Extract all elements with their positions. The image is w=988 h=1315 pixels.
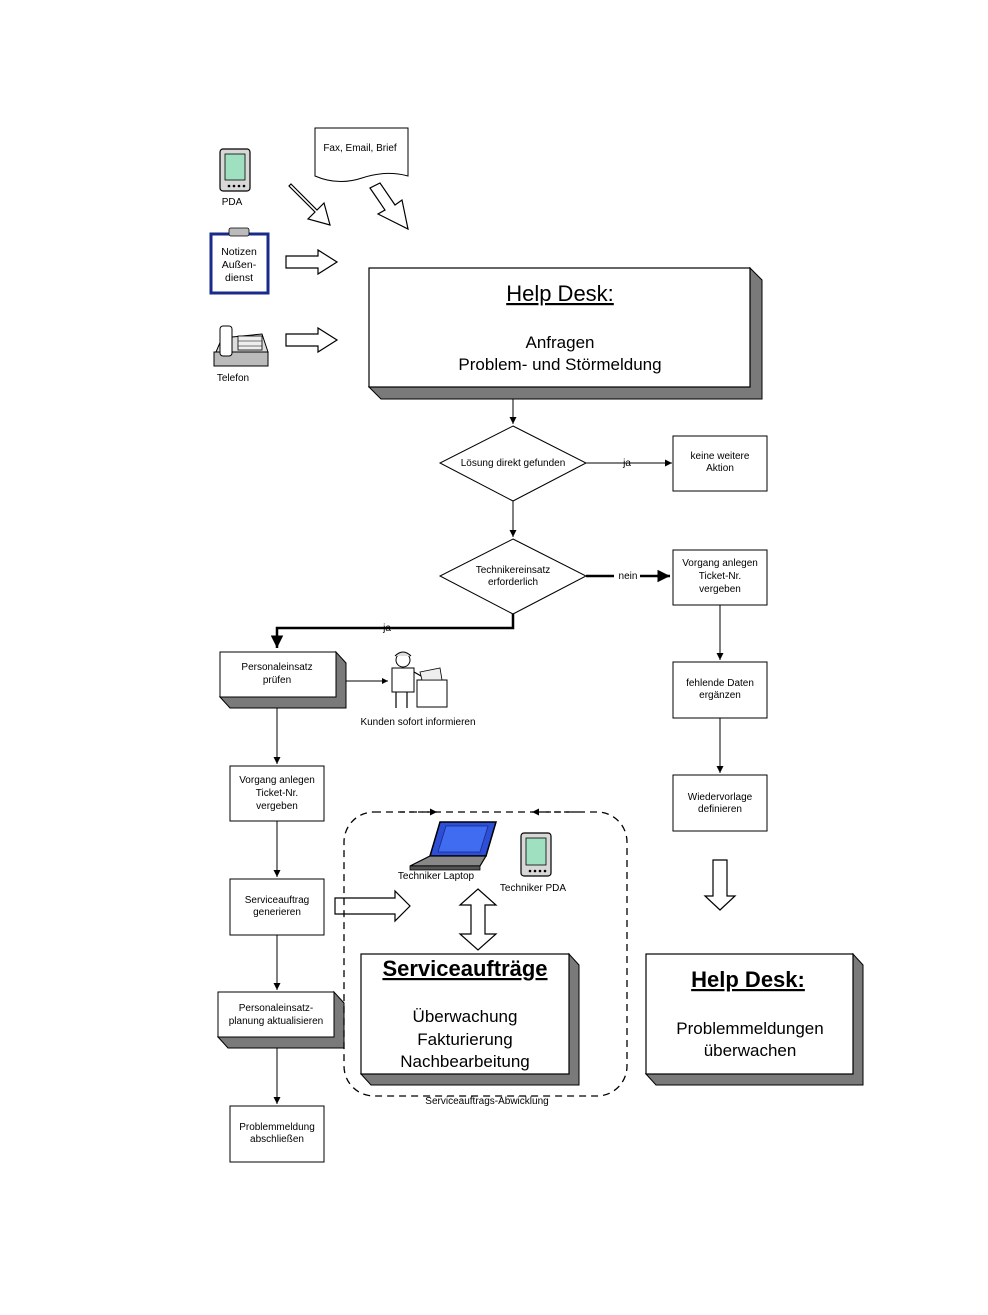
service-group-label: Serviceauftrags-Abwicklung <box>425 1096 548 1107</box>
notizen-line-2: Außen- <box>222 259 257 271</box>
notizen-line-3: dienst <box>225 272 253 284</box>
abschliessen-line-2: abschließen <box>250 1134 304 1145</box>
decision-techniker-line-1: Technikereinsatz <box>476 565 550 576</box>
label-nein: nein <box>619 571 638 582</box>
node-personaleinsatz-pruefen <box>218 650 347 709</box>
helpdesk-bottom-box <box>644 952 864 1086</box>
node-vorgang-rechts <box>672 549 768 606</box>
node-keine-aktion <box>672 435 768 492</box>
clipboard-icon <box>209 227 270 295</box>
helpdesk-top-line-2: Problem- und Störmeldung <box>458 355 661 374</box>
fehlende-line-1: fehlende Daten <box>686 678 754 689</box>
pda-label: PDA <box>222 197 243 208</box>
telephone-icon <box>213 325 269 367</box>
techniker-pda-icon <box>520 832 552 877</box>
vorgang-links-line-2: Ticket-Nr. <box>256 788 298 799</box>
vorgang-rechts-line-3: vergeben <box>699 584 741 595</box>
telefon-label: Telefon <box>217 373 249 384</box>
node-abschliessen <box>229 1105 325 1163</box>
techniker-pda-label: Techniker PDA <box>500 883 566 894</box>
vorgang-links-line-1: Vorgang anlegen <box>239 775 315 786</box>
serviceauftraege-line-2: Fakturierung <box>417 1030 512 1049</box>
serviceauftraege-box <box>359 952 580 1086</box>
fax-document-icon <box>314 127 409 182</box>
vorgang-links-line-3: vergeben <box>256 801 298 812</box>
arrow-notizen-to-helpdesk <box>285 248 339 276</box>
helpdesk-top-box <box>367 266 763 400</box>
double-arrow-laptop-service <box>458 888 498 951</box>
laptop-icon <box>409 821 498 871</box>
arrow-pda-to-helpdesk <box>288 183 331 226</box>
helpdesk-bottom-line-1: Problemmeldungen <box>676 1019 823 1038</box>
personaleinsatz-line-1: Personaleinsatz <box>241 662 312 673</box>
planung-line-2: planung aktualisieren <box>229 1016 324 1027</box>
serviceauftrag-line-2: generieren <box>253 907 301 918</box>
notizen-line-1: Notizen <box>221 246 257 258</box>
node-fehlende-daten <box>672 661 768 719</box>
service-group-border <box>343 811 628 1097</box>
helpdesk-top-line-1: Anfragen <box>526 333 595 352</box>
keine-line-2: Aktion <box>706 463 734 474</box>
fehlende-line-2: ergänzen <box>699 690 741 701</box>
serviceauftraege-line-1: Überwachung <box>413 1007 518 1026</box>
node-vorgang-links <box>229 765 325 822</box>
abschliessen-line-1: Problemmeldung <box>239 1122 315 1133</box>
node-personaleinsatzplanung <box>216 990 345 1049</box>
serviceauftrag-line-1: Serviceauftrag <box>245 895 309 906</box>
arrow-fax-to-helpdesk <box>369 182 409 231</box>
helpdesk-bottom-line-2: überwachen <box>704 1041 797 1060</box>
serviceauftraege-title: Serviceaufträge <box>382 956 547 981</box>
vorgang-rechts-line-1: Vorgang anlegen <box>682 558 758 569</box>
helpdesk-bottom-title: Help Desk: <box>691 967 805 992</box>
label-ja-2: ja <box>382 623 391 634</box>
decision-loesung-label: Lösung direkt gefunden <box>461 458 566 469</box>
fax-label: Fax, Email, Brief <box>323 143 397 154</box>
kunden-label: Kunden sofort informieren <box>360 717 475 728</box>
personaleinsatz-line-2: prüfen <box>263 675 291 686</box>
helpdesk-top-title: Help Desk: <box>506 281 614 306</box>
wiedervorlage-line-1: Wiedervorlage <box>688 792 753 803</box>
person-at-desk-icon <box>391 651 448 708</box>
planung-line-1: Personaleinsatz- <box>239 1003 313 1014</box>
arrow-wiedervorlage-to-helpdesk <box>703 859 737 911</box>
arrow-telefon-to-helpdesk <box>285 326 339 354</box>
serviceauftraege-line-3: Nachbearbeitung <box>400 1052 529 1071</box>
decision-techniker-line-2: erforderlich <box>488 577 538 588</box>
edge-techniker-ja <box>270 614 515 648</box>
label-ja-1: ja <box>622 458 631 469</box>
pda-icon <box>219 148 251 192</box>
node-wiedervorlage <box>672 774 768 832</box>
keine-line-1: keine weitere <box>691 451 750 462</box>
vorgang-rechts-line-2: Ticket-Nr. <box>699 571 741 582</box>
wiedervorlage-line-2: definieren <box>698 804 742 815</box>
arrow-serviceauftrag-to-techniker <box>334 889 411 923</box>
laptop-label: Techniker Laptop <box>398 871 475 882</box>
